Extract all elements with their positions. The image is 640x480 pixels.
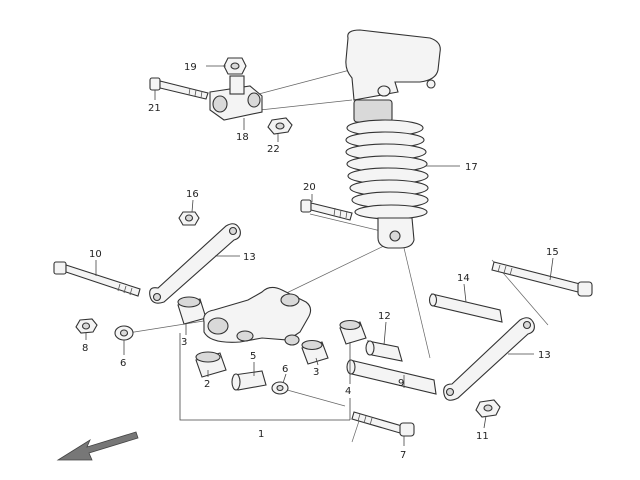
sleeve-9 xyxy=(346,359,437,395)
callout-1: 1 xyxy=(258,429,264,440)
nut-11 xyxy=(475,399,501,418)
nut-22 xyxy=(267,117,293,135)
sleeve-5 xyxy=(231,370,267,391)
shock-absorber xyxy=(345,29,441,249)
callout-11: 11 xyxy=(476,431,489,442)
bolt-10 xyxy=(53,261,141,297)
callout-20: 20 xyxy=(303,182,316,193)
callout-15: 15 xyxy=(546,247,559,258)
bolt-21 xyxy=(149,77,209,100)
guide-lines xyxy=(127,69,549,443)
bolt-7 xyxy=(351,411,415,437)
bolt-20 xyxy=(300,199,353,221)
leader-lines xyxy=(85,65,554,446)
callout-9: 9 xyxy=(398,378,404,389)
callout-13-upper: 13 xyxy=(243,252,256,263)
callout-19: 19 xyxy=(184,62,197,73)
bushing-3-center xyxy=(301,339,329,365)
callout-21: 21 xyxy=(148,103,161,114)
callout-3-left: 3 xyxy=(181,337,187,348)
bolt-15 xyxy=(491,261,593,297)
callout-5: 5 xyxy=(250,351,256,362)
callout-labels: 1 2 3 3 4 5 6 6 7 8 9 10 11 12 13 13 14 … xyxy=(82,62,559,461)
front-arrow-icon xyxy=(56,431,139,461)
upper-bracket xyxy=(209,75,263,121)
washer-6-left xyxy=(114,325,134,341)
nut-16 xyxy=(178,211,200,226)
tie-rod-upper xyxy=(149,223,241,304)
shock-spring xyxy=(345,119,429,220)
callout-3-center: 3 xyxy=(313,367,319,378)
callout-8: 8 xyxy=(82,343,88,354)
callout-12: 12 xyxy=(378,311,391,322)
callout-6-center: 6 xyxy=(282,364,288,375)
callout-22: 22 xyxy=(267,144,280,155)
callout-13-lower: 13 xyxy=(538,350,551,361)
nut-8 xyxy=(75,318,98,334)
callout-14: 14 xyxy=(457,273,470,284)
bracket-1 xyxy=(179,333,350,421)
bushing-3-left xyxy=(177,296,207,325)
cushion-lever xyxy=(203,286,312,346)
callout-16: 16 xyxy=(186,189,199,200)
sleeve-12 xyxy=(365,340,403,362)
bushing-2 xyxy=(195,351,227,378)
callout-4: 4 xyxy=(345,386,351,397)
washer-6-center xyxy=(271,381,289,395)
callout-10: 10 xyxy=(89,249,102,260)
nut-19 xyxy=(223,57,247,75)
callout-17: 17 xyxy=(465,162,478,173)
callout-6-left: 6 xyxy=(120,358,126,369)
bushing-4 xyxy=(339,319,367,345)
sleeve-14 xyxy=(428,293,503,323)
callout-7: 7 xyxy=(400,450,406,461)
callout-2: 2 xyxy=(204,379,210,390)
tie-rod-lower xyxy=(443,317,535,401)
callout-18: 18 xyxy=(236,132,249,143)
